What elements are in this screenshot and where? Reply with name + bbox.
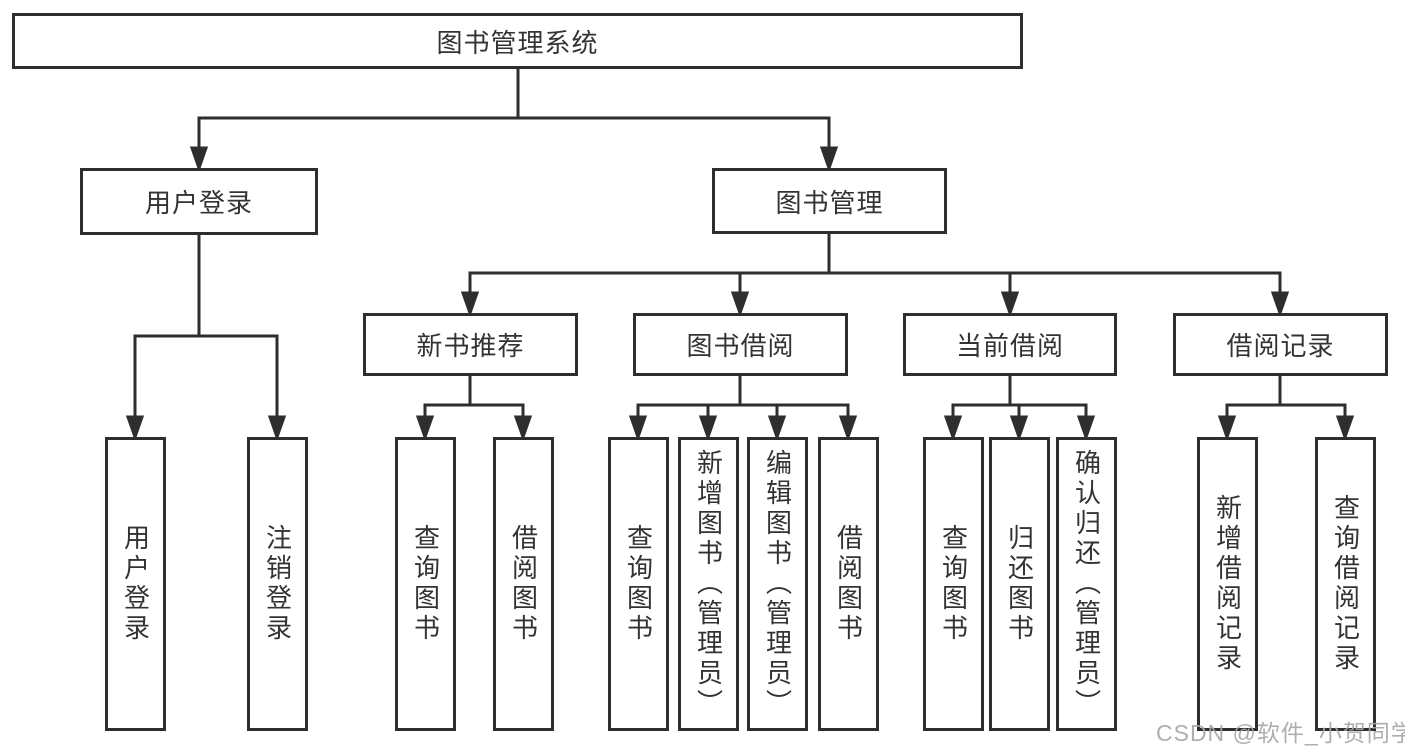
leaf-confirm-return-admin: 确认归还（管理员） bbox=[1056, 437, 1117, 731]
arrowhead-borrowing-records bbox=[1270, 291, 1290, 318]
node-current-borrowing: 当前借阅 bbox=[903, 313, 1117, 376]
arrowhead-book-management bbox=[819, 146, 839, 173]
leaf-borrow-books-recommend: 借阅图书 bbox=[493, 437, 554, 731]
leaf-query-books-recommend: 查询图书 bbox=[395, 437, 456, 731]
arrowhead-leaf-user-login bbox=[125, 415, 145, 442]
node-new-book-recommendation: 新书推荐 bbox=[363, 313, 578, 376]
leaf-borrow-books-borrowing: 借阅图书 bbox=[818, 437, 879, 731]
leaf-add-book-admin: 新增图书（管理员） bbox=[678, 437, 739, 731]
arrowhead-current-borrowing bbox=[1000, 291, 1020, 318]
arrowhead-book-borrowing bbox=[730, 291, 750, 318]
node-book-borrowing: 图书借阅 bbox=[633, 313, 848, 376]
node-borrowing-records: 借阅记录 bbox=[1173, 313, 1388, 376]
leaf-query-books-borrowing: 查询图书 bbox=[608, 437, 669, 731]
leaf-return-books: 归还图书 bbox=[989, 437, 1050, 731]
leaf-edit-book-admin: 编辑图书（管理员） bbox=[747, 437, 808, 731]
node-library-system: 图书管理系统 bbox=[12, 13, 1023, 69]
node-user-login: 用户登录 bbox=[80, 168, 318, 235]
arrowhead-new-book bbox=[460, 291, 480, 318]
leaf-add-borrow-record: 新增借阅记录 bbox=[1197, 437, 1258, 731]
leaf-query-books-current: 查询图书 bbox=[923, 437, 984, 731]
arrowhead-user-login bbox=[189, 146, 209, 173]
arrowhead-leaf-logout bbox=[267, 415, 287, 442]
leaf-logout: 注销登录 bbox=[247, 437, 308, 731]
leaf-query-borrow-record: 查询借阅记录 bbox=[1315, 437, 1376, 731]
leaf-user-login: 用户登录 bbox=[105, 437, 166, 731]
watermark-text: CSDN @软件_小贺同学 bbox=[1156, 720, 1405, 746]
node-book-management: 图书管理 bbox=[712, 168, 947, 234]
